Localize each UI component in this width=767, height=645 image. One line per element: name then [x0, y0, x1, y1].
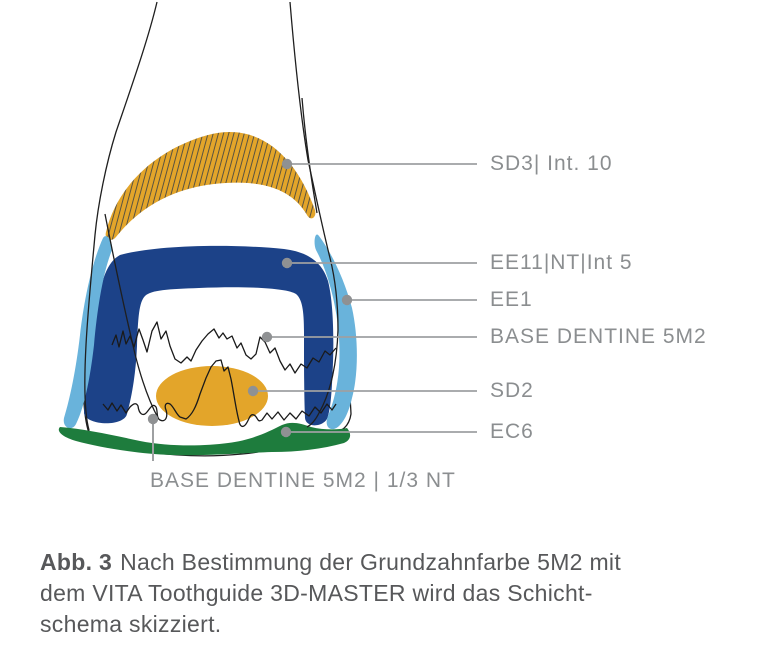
leader-dot-ee11: [281, 257, 293, 269]
incisal-wavy-line: [102, 359, 337, 428]
hatched-crescent-sd3: [105, 132, 316, 240]
root-outline-right: [289, 1, 339, 428]
caption-line-2: dem VITA Toothguide 3D-MASTER wird das S…: [40, 580, 593, 606]
leader-lines: [152, 163, 477, 461]
caption-line-3: schema skizziert.: [40, 611, 222, 637]
mamelon-zigzag-line: [111, 321, 337, 374]
label-base-dentine-nt: BASE DENTINE 5M2 | 1/3 NT: [150, 469, 456, 492]
root-outline-left: [84, 1, 158, 431]
figure-caption: Abb. 3 Nach Bestimmung der Grundzahnfarbe…: [40, 547, 740, 640]
tooth-layering-diagram: [58, 1, 477, 461]
label-sd2: SD2: [490, 379, 534, 402]
label-ee11: EE11|NT|Int 5: [490, 251, 633, 274]
leader-dot-ee1: [341, 294, 353, 306]
leader-dot-base-dentine: [261, 331, 273, 343]
root-outline-through-crescent: [301, 97, 318, 214]
caption-figure-number: Abb. 3: [40, 549, 113, 575]
dentine-ellipse-sd2: [156, 366, 268, 426]
leader-dot-sd3: [281, 158, 293, 170]
leader-dot-sd2: [247, 385, 259, 397]
enamel-strip-left-ee1: [63, 236, 113, 429]
caption-line-1: Abb. 3 Nach Bestimmung der Grundzahnfarbe…: [40, 547, 740, 578]
cervical-band-ec6: [58, 422, 351, 456]
leader-dots: [147, 158, 353, 438]
caption-text-1: Nach Bestimmung der Grundzahnfarbe 5M2 m…: [120, 549, 622, 575]
label-base-dentine: BASE DENTINE 5M2: [490, 325, 707, 348]
crown-bottom-outline: [82, 339, 352, 457]
label-sd3: SD3| Int. 10: [490, 152, 613, 175]
enamel-arch-ee11: [84, 245, 334, 426]
leader-dot-ec6: [280, 426, 292, 438]
label-ec6: EC6: [490, 420, 534, 443]
cervical-line-left: [104, 213, 159, 419]
enamel-strip-right-ee1: [314, 234, 357, 430]
label-ee1: EE1: [490, 288, 533, 311]
leader-dot-base-dentine-nt: [147, 413, 159, 425]
